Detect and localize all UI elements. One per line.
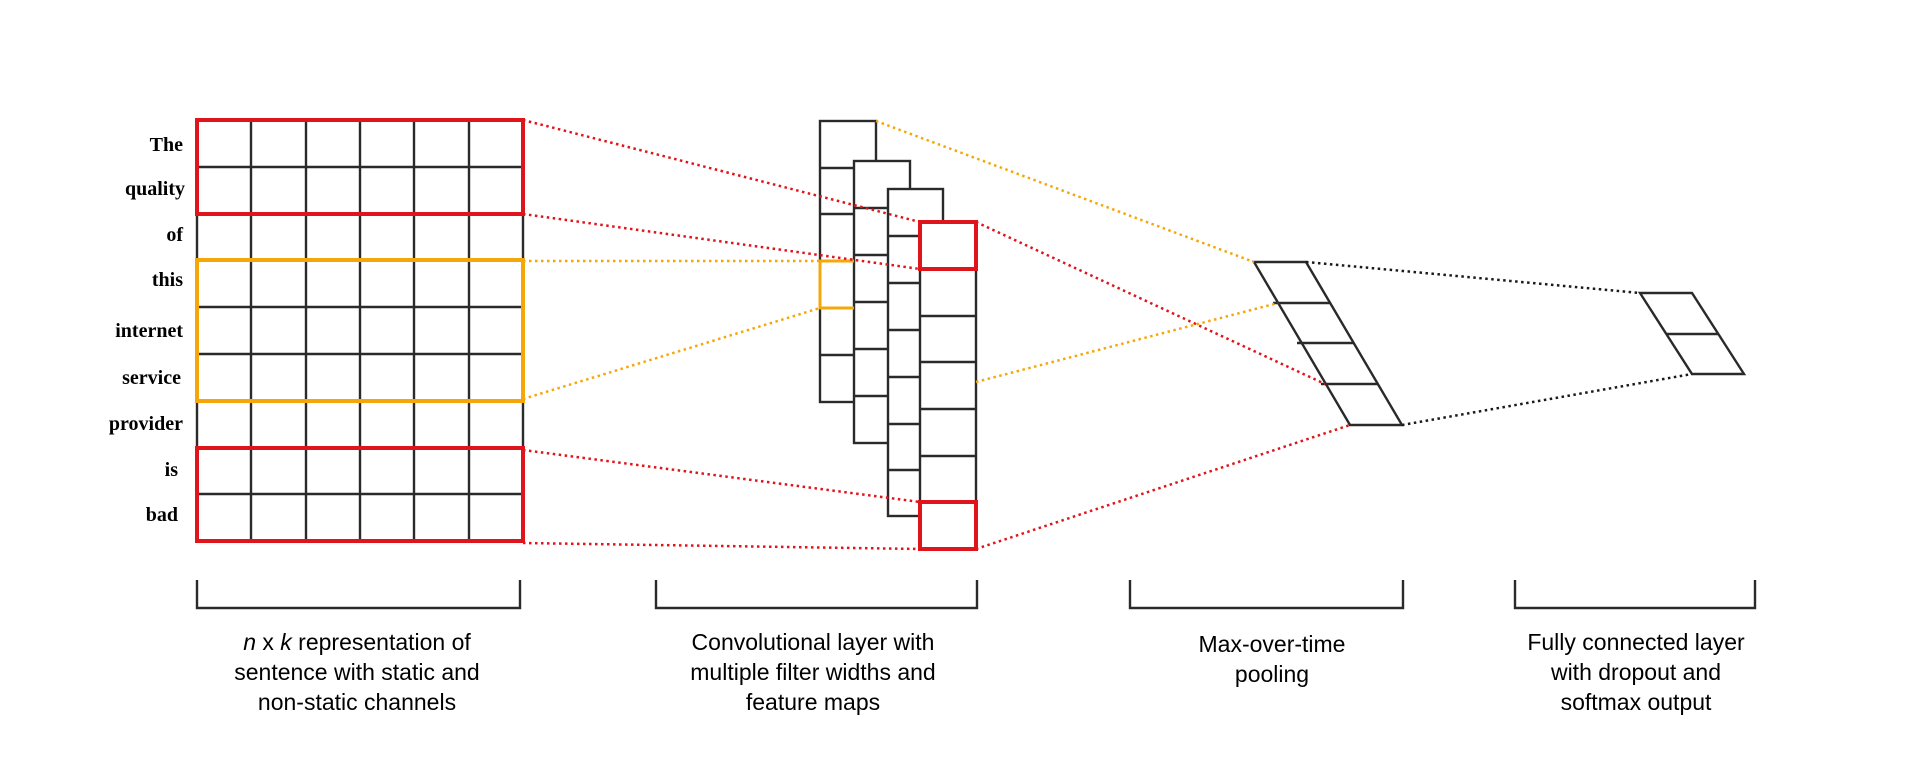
filter-region-middle-orange xyxy=(195,258,525,403)
caption-x: x xyxy=(256,629,280,655)
connectors-matrix-to-conv xyxy=(522,118,921,551)
filter-region-bottom-red xyxy=(195,446,525,543)
connector-orange xyxy=(875,119,1255,264)
connectors-pool-to-output xyxy=(1305,260,1693,427)
connector-red xyxy=(522,448,921,504)
feature-map-4 xyxy=(918,220,978,551)
bracket-representation xyxy=(195,580,522,610)
feature-maps xyxy=(818,119,978,551)
word-label: service xyxy=(122,367,181,389)
svg-text:n x k representation of: n x k representation of xyxy=(243,629,471,655)
caption-convolution: Convolutional layer with multiple filter… xyxy=(690,629,935,715)
caption-line: Fully connected layer xyxy=(1527,629,1745,655)
word-label: is xyxy=(165,459,179,481)
caption-k: k xyxy=(280,629,293,655)
word-labels: The quality of this internet service pro… xyxy=(109,134,185,526)
connector-red xyxy=(975,423,1351,551)
word-label: of xyxy=(166,224,183,246)
bracket-convolution xyxy=(654,580,979,610)
connectors-conv-to-pool xyxy=(875,119,1351,551)
feature-cell-top-red xyxy=(918,220,978,271)
word-label: provider xyxy=(109,413,183,435)
caption-line: with dropout and xyxy=(1550,659,1721,685)
section-brackets xyxy=(195,580,1757,610)
connector-red xyxy=(522,118,921,224)
caption-line1-rest: representation of xyxy=(292,629,472,655)
connector-red xyxy=(975,220,1326,386)
word-label: internet xyxy=(115,320,183,342)
pooled-vector xyxy=(1251,260,1405,427)
caption-n: n xyxy=(243,629,256,655)
word-label: quality xyxy=(125,178,185,200)
caption-line: softmax output xyxy=(1561,689,1712,715)
sentence-matrix xyxy=(195,118,525,543)
connector-red xyxy=(522,212,921,271)
bracket-output xyxy=(1513,580,1757,610)
caption-line: sentence with static and xyxy=(234,659,479,685)
connector-black xyxy=(1305,260,1641,295)
caption-line: Convolutional layer with xyxy=(692,629,935,655)
filter-region-top-red xyxy=(195,118,525,216)
connector-orange xyxy=(975,301,1279,384)
word-label: The xyxy=(150,134,183,156)
caption-representation: n x k representation of sentence with st… xyxy=(234,629,479,715)
caption-line: non-static channels xyxy=(258,689,456,715)
caption-line: feature maps xyxy=(746,689,880,715)
connector-orange xyxy=(522,306,821,401)
feature-cell-bottom-red xyxy=(918,500,978,551)
connector-black xyxy=(1401,372,1693,427)
word-label: this xyxy=(152,269,183,291)
caption-line: multiple filter widths and xyxy=(690,659,935,685)
word-label: bad xyxy=(146,504,178,526)
caption-line: Max-over-time xyxy=(1199,631,1346,657)
caption-line: pooling xyxy=(1235,661,1309,687)
caption-output: Fully connected layer with dropout and s… xyxy=(1527,629,1745,715)
connector-red xyxy=(522,541,921,551)
bracket-pooling xyxy=(1128,580,1405,610)
output-layer xyxy=(1637,291,1747,376)
caption-pooling: Max-over-time pooling xyxy=(1199,631,1346,687)
